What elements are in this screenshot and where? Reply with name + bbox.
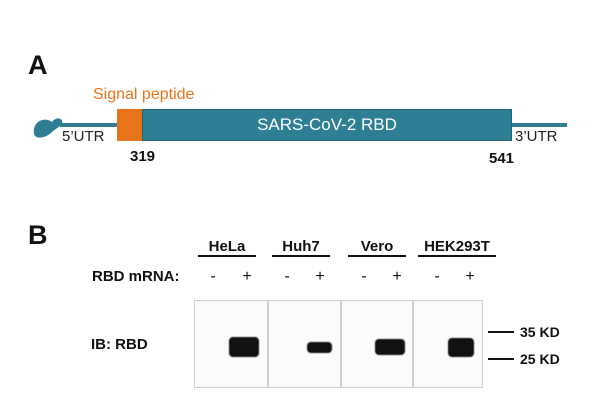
huh7-plus: + bbox=[315, 268, 325, 285]
three-prime-utr-label: 3’UTR bbox=[515, 128, 558, 145]
five-prime-utr-label: 5’UTR bbox=[62, 128, 105, 145]
blot-hek293t bbox=[413, 300, 483, 388]
marker-35kd-line bbox=[488, 331, 514, 333]
huh7-minus: - bbox=[284, 268, 290, 285]
cell-line-hek293t: HEK293T bbox=[418, 238, 496, 257]
five-prime-cap-icon bbox=[33, 118, 63, 138]
rbd-segment-label: SARS-CoV-2 RBD bbox=[257, 115, 397, 134]
start-residue-label: 319 bbox=[130, 148, 156, 165]
band-huh7 bbox=[307, 342, 332, 353]
cell-line-hela: HeLa bbox=[198, 238, 256, 257]
signal-peptide-label: Signal peptide bbox=[93, 86, 195, 103]
rbd-segment: SARS-CoV-2 RBD bbox=[142, 109, 512, 141]
blot-vero bbox=[341, 300, 413, 388]
vero-minus: - bbox=[361, 268, 367, 285]
rbd-mrna-row-label: RBD mRNA: bbox=[92, 268, 180, 285]
blot-huh7 bbox=[268, 300, 341, 388]
panel-a-label: A bbox=[28, 50, 48, 80]
panel-b-label: B bbox=[28, 220, 48, 250]
vero-plus: + bbox=[392, 268, 402, 285]
hela-plus: + bbox=[242, 268, 252, 285]
cell-line-huh7: Huh7 bbox=[272, 238, 330, 257]
hek293t-minus: - bbox=[434, 268, 440, 285]
marker-35kd-label: 35 KD bbox=[520, 324, 560, 340]
five-prime-utr-line bbox=[60, 123, 117, 127]
band-hek293t bbox=[448, 338, 474, 357]
ib-label: IB: RBD bbox=[91, 336, 148, 353]
end-residue-label: 541 bbox=[489, 150, 515, 167]
cell-line-vero: Vero bbox=[348, 238, 406, 257]
hela-minus: - bbox=[210, 268, 216, 285]
marker-25kd-line bbox=[488, 358, 514, 360]
three-prime-utr-line bbox=[512, 123, 567, 127]
hek293t-plus: + bbox=[465, 268, 475, 285]
band-hela bbox=[229, 337, 259, 357]
signal-peptide-segment bbox=[117, 109, 142, 141]
band-vero bbox=[375, 339, 405, 355]
marker-25kd-label: 25 KD bbox=[520, 351, 560, 367]
blot-hela bbox=[194, 300, 268, 388]
